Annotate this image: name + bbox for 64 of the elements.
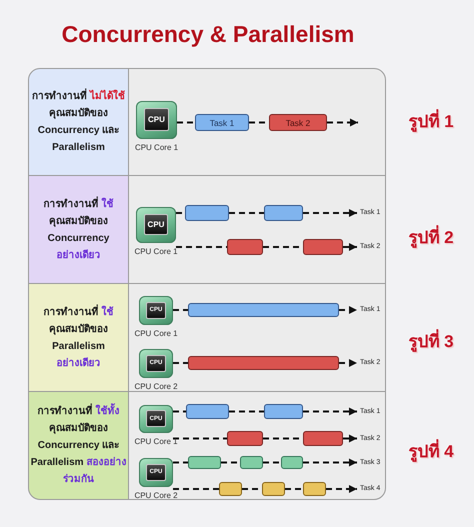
dashed-arrow	[339, 306, 357, 314]
chip-label: CPU	[144, 108, 169, 132]
chip-caption: CPU Core 1	[134, 247, 178, 257]
chip-caption: CPU Core 2	[134, 382, 178, 392]
description-cell: การทำงานที่ ใช้ คุณสมบัติของ Parallelism อย่างเดียว	[28, 283, 129, 392]
task-bar	[186, 404, 229, 419]
dashed-line	[173, 488, 219, 490]
chip-caption: CPU Core 1	[134, 143, 178, 153]
figure-label: รูปที่ 4	[408, 441, 454, 463]
chip-caption: CPU Core 2	[134, 491, 178, 501]
task-bar	[303, 431, 343, 446]
dashed-arrow	[343, 243, 357, 251]
dashed-line	[173, 462, 188, 464]
task-bar	[303, 239, 343, 255]
dashed-line	[173, 309, 188, 311]
figure-label: รูปที่ 1	[408, 111, 454, 133]
dashed-arrow	[339, 359, 357, 367]
task-bar	[262, 482, 285, 496]
dashed-arrow	[303, 408, 357, 416]
dashed-line	[176, 246, 227, 248]
dashed-line	[229, 212, 264, 214]
cpu-chip	[139, 349, 173, 378]
task-bar	[264, 205, 303, 221]
cpu-chip	[136, 207, 176, 243]
task-bar: Task 1	[195, 114, 249, 131]
dashed-line	[176, 212, 185, 214]
dashed-line	[177, 122, 195, 124]
dashed-line	[173, 362, 188, 364]
task-bar	[281, 456, 303, 469]
task-bar	[227, 431, 263, 446]
dashed-line	[229, 410, 264, 412]
task-bar	[303, 482, 326, 496]
description-cell: การทำงานที่ ไม่ได้ใช้ คุณสมบัติของ Concurrency และ Parallelism	[28, 68, 129, 176]
dashed-arrow	[326, 485, 357, 493]
title: Concurrency & Parallelism	[62, 20, 354, 48]
dashed-arrow	[303, 458, 357, 466]
task-bar	[185, 205, 229, 221]
task-bar	[188, 303, 339, 317]
cpu-chip	[139, 458, 173, 487]
dashed-line	[263, 462, 281, 464]
dashed-arrow	[303, 209, 357, 217]
description-cell: การทำงานที่ ใช้ทั้ง คุณสมบัติของ Concurrency และ Parallelism สองอย่าง ร่วมกัน	[28, 391, 129, 500]
figure-label: รูปที่ 3	[408, 331, 454, 353]
description-cell: การทำงานที่ ใช้ คุณสมบัติของ Concurrency อย่างเดียว	[28, 175, 129, 284]
task-bar	[227, 239, 263, 255]
task-bar	[264, 404, 303, 419]
chip-label: CPU	[144, 214, 168, 236]
dashed-arrow	[327, 118, 358, 126]
task-bar	[219, 482, 242, 496]
dashed-line	[173, 438, 227, 440]
cpu-chip	[136, 101, 177, 139]
dashed-line	[285, 488, 303, 490]
figure-label: รูปที่ 2	[408, 227, 454, 249]
task-bar	[240, 456, 263, 469]
cpu-chip	[139, 405, 173, 433]
task-bar	[188, 456, 221, 469]
dashed-line	[221, 462, 240, 464]
task-bar: Task 2	[269, 114, 327, 131]
chip-caption: CPU Core 1	[134, 437, 178, 447]
dashed-arrow	[343, 434, 357, 442]
task-bar	[188, 356, 339, 370]
cpu-chip	[139, 296, 173, 325]
dashed-line	[173, 410, 186, 412]
chip-caption: CPU Core 1	[134, 329, 178, 339]
